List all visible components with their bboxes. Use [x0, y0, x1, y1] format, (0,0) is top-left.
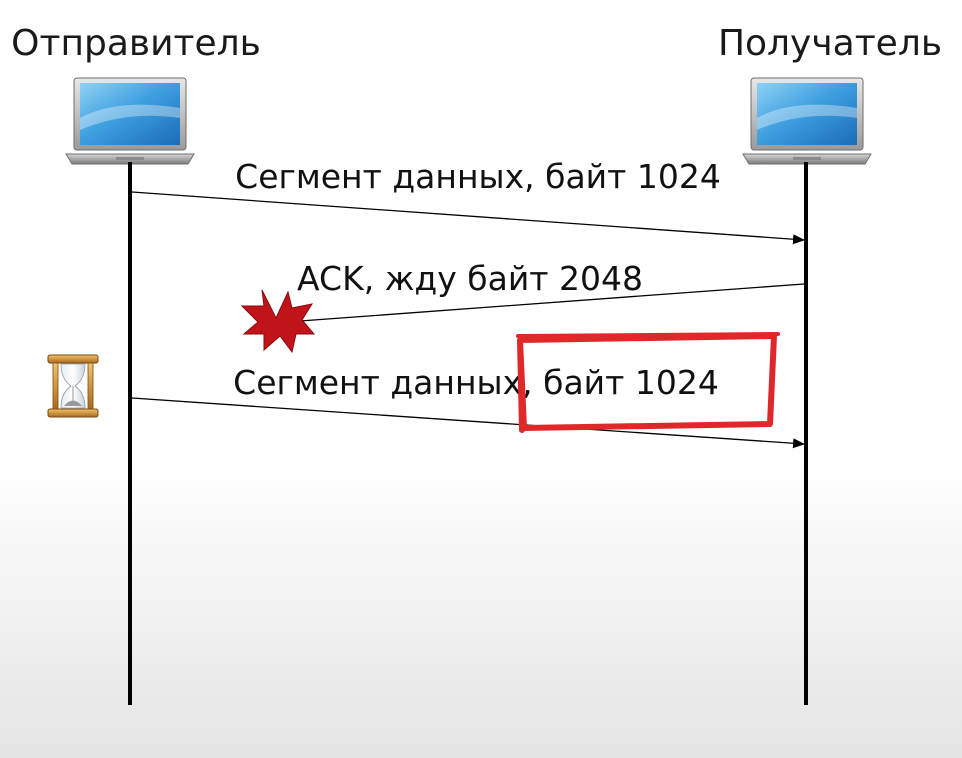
explosion-icon: [240, 289, 316, 354]
message-3-label: Сегмент данных, байт 1024: [233, 363, 719, 402]
sender-title: Отправитель: [11, 23, 261, 64]
message-2-label: ACK, жду байт 2048: [297, 259, 643, 298]
message-1-label: Сегмент данных, байт 1024: [235, 157, 721, 196]
message-1-arrow: [131, 191, 805, 245]
receiver-title: Получатель: [718, 23, 942, 64]
message-3-arrow: [131, 397, 805, 449]
receiver-laptop-icon: [742, 77, 872, 165]
hourglass-icon: [47, 354, 99, 418]
highlight-box: [517, 333, 777, 433]
message-2-arrow: [299, 283, 805, 322]
sender-laptop-icon: [65, 77, 195, 165]
highlight-box-top-stroke: [516, 332, 780, 338]
